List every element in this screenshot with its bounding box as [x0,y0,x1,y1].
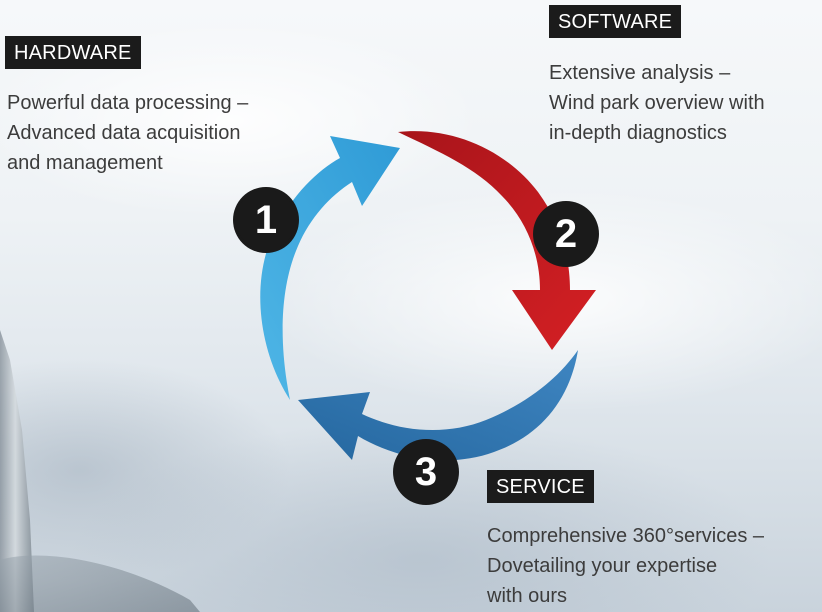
software-label: SOFTWARE [549,5,682,38]
arrow-service [298,350,578,461]
hardware-label: HARDWARE [5,36,141,69]
service-line-1: Comprehensive 360°services – [487,525,765,547]
hardware-line-2: Advanced data acquisition [7,122,241,144]
service-label: SERVICE [487,470,594,503]
service-line-2: Dovetailing your expertise [487,555,718,577]
step-3-badge: 3 [396,442,456,502]
step-1-badge: 1 [236,190,296,250]
hardware-description: Powerful data processing – Advanced data… [7,88,248,178]
software-description: Extensive analysis – Wind park overview … [549,58,765,148]
hardware-line-3: and management [7,152,163,174]
arrow-hardware [260,136,400,400]
software-line-3: in-depth diagnostics [549,122,727,144]
service-description: Comprehensive 360°services – Dovetailing… [487,521,764,611]
software-line-1: Extensive analysis – [549,62,731,84]
service-line-3: with ours [487,585,568,607]
hardware-line-1: Powerful data processing – [7,92,249,114]
arrow-software [398,131,596,350]
step-2-badge: 2 [536,204,596,264]
software-line-2: Wind park overview with [549,92,765,114]
